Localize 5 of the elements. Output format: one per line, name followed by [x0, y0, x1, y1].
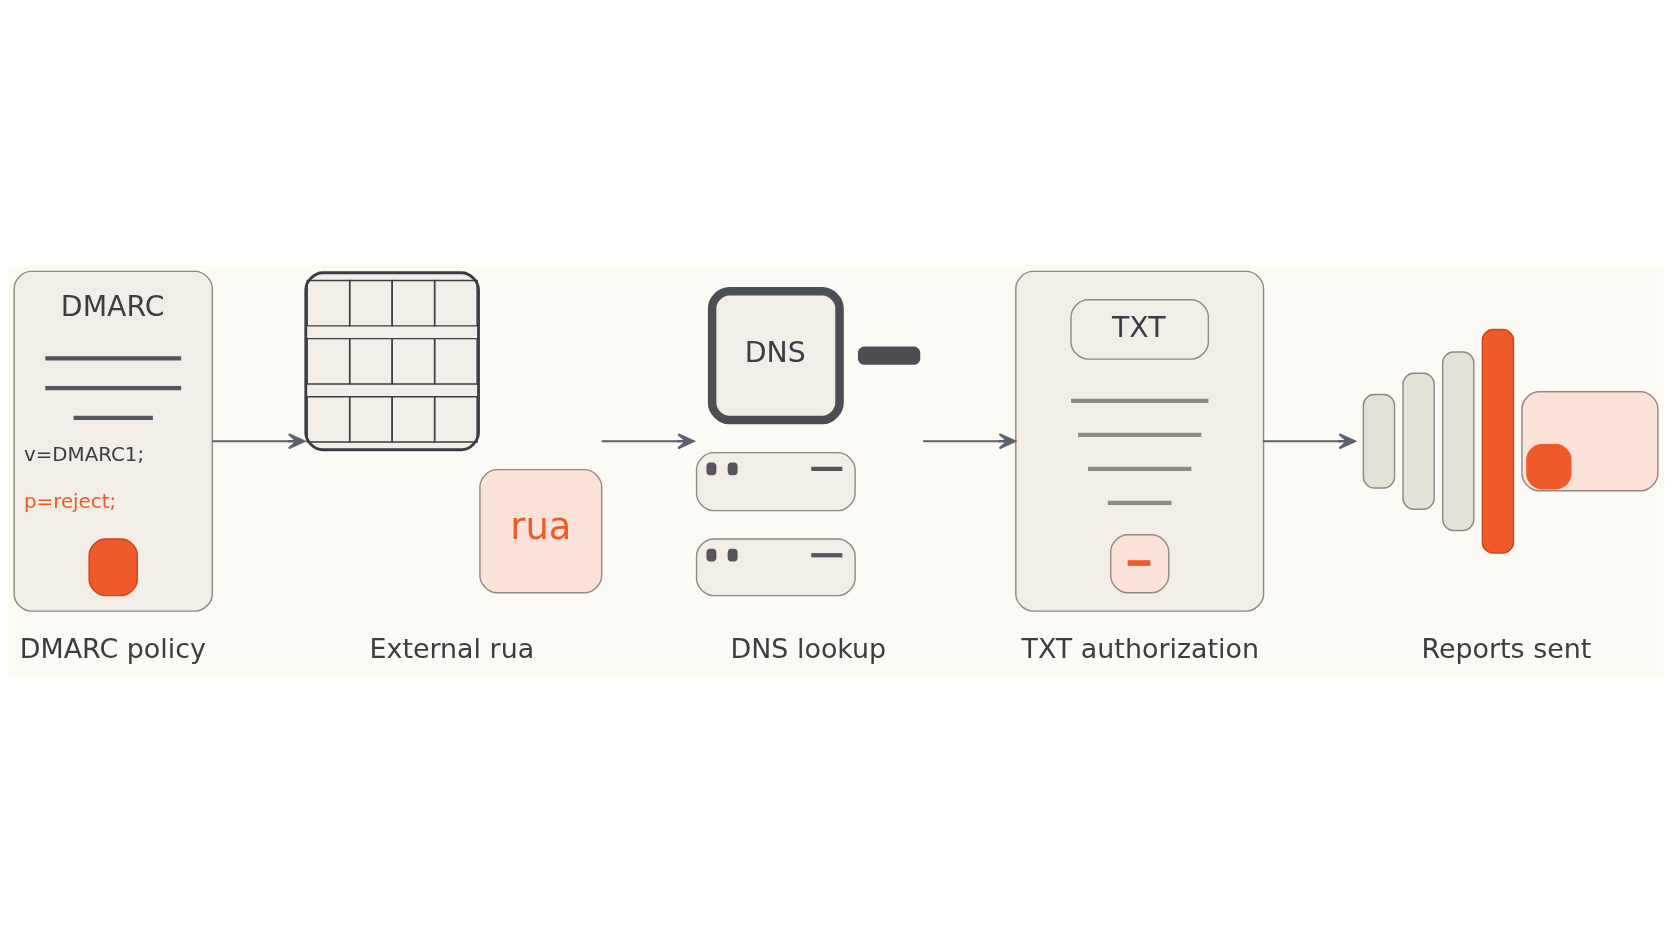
node-label: Reports sent	[1421, 632, 1592, 664]
node-label: TXT authorization	[1021, 632, 1260, 664]
node-label: DNS lookup	[730, 632, 887, 664]
node-label: DMARC policy	[19, 632, 206, 664]
node-label: External rua	[369, 632, 535, 664]
